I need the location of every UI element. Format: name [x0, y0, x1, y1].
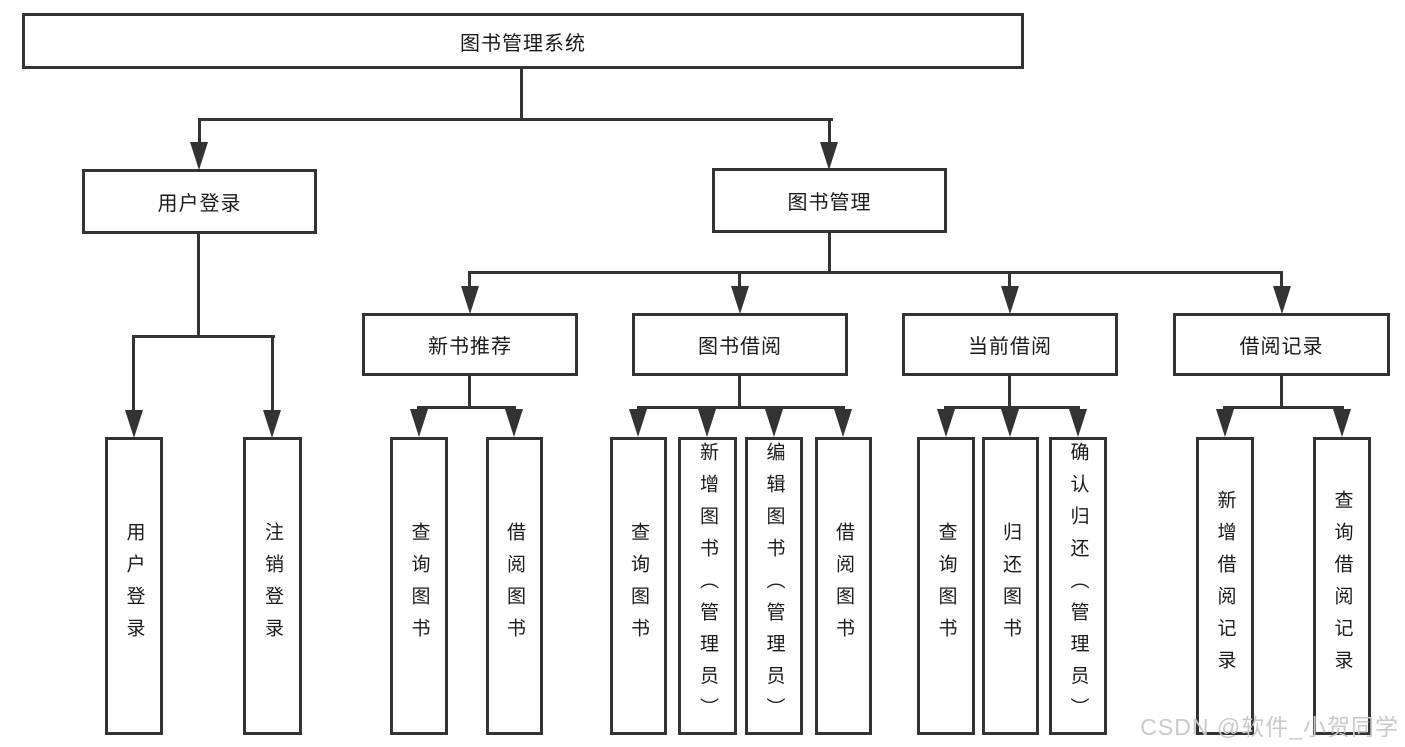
node-user-login: 用户登录 — [82, 169, 317, 234]
node-leaf-add-borrow-record: 新增借阅记录 — [1196, 437, 1254, 735]
connector-line — [1008, 376, 1011, 409]
connector-line — [468, 271, 1282, 274]
connector-line — [1223, 406, 1344, 409]
connector-line — [1280, 376, 1283, 409]
connector-line — [738, 376, 741, 409]
arrowhead-down-icon — [1273, 286, 1291, 314]
arrowhead-down-icon — [1216, 409, 1234, 437]
node-new-book-recommend: 新书推荐 — [362, 313, 578, 376]
arrowhead-down-icon — [505, 409, 523, 437]
connector-line — [637, 406, 845, 409]
arrowhead-down-icon — [461, 286, 479, 314]
node-leaf-return-book: 归还图书 — [982, 437, 1039, 735]
connector-line — [198, 118, 201, 146]
arrowhead-down-icon — [820, 142, 838, 170]
node-leaf-logout: 注销登录 — [243, 437, 302, 735]
arrowhead-down-icon — [1001, 286, 1019, 314]
node-leaf-user-login: 用户登录 — [105, 437, 163, 735]
node-book-management: 图书管理 — [712, 168, 947, 233]
node-leaf-query-book-2: 查询图书 — [610, 437, 667, 735]
connector-line — [520, 69, 523, 119]
connector-line — [132, 335, 275, 338]
arrowhead-down-icon — [263, 410, 281, 438]
node-leaf-borrow-book-2: 借阅图书 — [815, 437, 872, 735]
node-book-borrow: 图书借阅 — [632, 313, 848, 376]
arrowhead-down-icon — [629, 409, 647, 437]
node-leaf-add-book-admin: 新增图书（管理员） — [678, 437, 737, 735]
watermark: CSDN @软件_小贺同学 — [1140, 714, 1399, 740]
connector-line — [468, 271, 471, 288]
arrowhead-down-icon — [125, 410, 143, 438]
arrowhead-down-icon — [1001, 409, 1019, 437]
connector-line — [197, 234, 200, 337]
arrowhead-down-icon — [731, 286, 749, 314]
node-leaf-query-book-1: 查询图书 — [390, 437, 448, 735]
arrowhead-down-icon — [834, 409, 852, 437]
connector-line — [198, 118, 833, 121]
node-leaf-borrow-book-1: 借阅图书 — [486, 437, 543, 735]
connector-line — [944, 406, 1080, 409]
connector-line — [828, 118, 831, 146]
connector-line — [828, 233, 831, 274]
arrowhead-down-icon — [765, 409, 783, 437]
node-current-borrow: 当前借阅 — [902, 313, 1118, 376]
arrowhead-down-icon — [1333, 409, 1351, 437]
arrowhead-down-icon — [1069, 409, 1087, 437]
arrowhead-down-icon — [698, 409, 716, 437]
connector-line — [468, 376, 471, 409]
connector-line — [1008, 271, 1011, 288]
node-leaf-edit-book-admin: 编辑图书（管理员） — [745, 437, 803, 735]
connector-line — [1280, 271, 1283, 288]
node-borrow-record: 借阅记录 — [1173, 313, 1390, 376]
node-root: 图书管理系统 — [22, 13, 1024, 69]
connector-line — [271, 335, 274, 412]
arrowhead-down-icon — [190, 142, 208, 170]
connector-line — [132, 335, 135, 412]
node-leaf-query-borrow-record: 查询借阅记录 — [1313, 437, 1371, 735]
node-leaf-confirm-return-admin: 确认归还（管理员） — [1049, 437, 1107, 735]
connector-line — [738, 271, 741, 288]
connector-line — [417, 406, 516, 409]
arrowhead-down-icon — [410, 409, 428, 437]
node-leaf-query-book-3: 查询图书 — [917, 437, 975, 735]
arrowhead-down-icon — [937, 409, 955, 437]
